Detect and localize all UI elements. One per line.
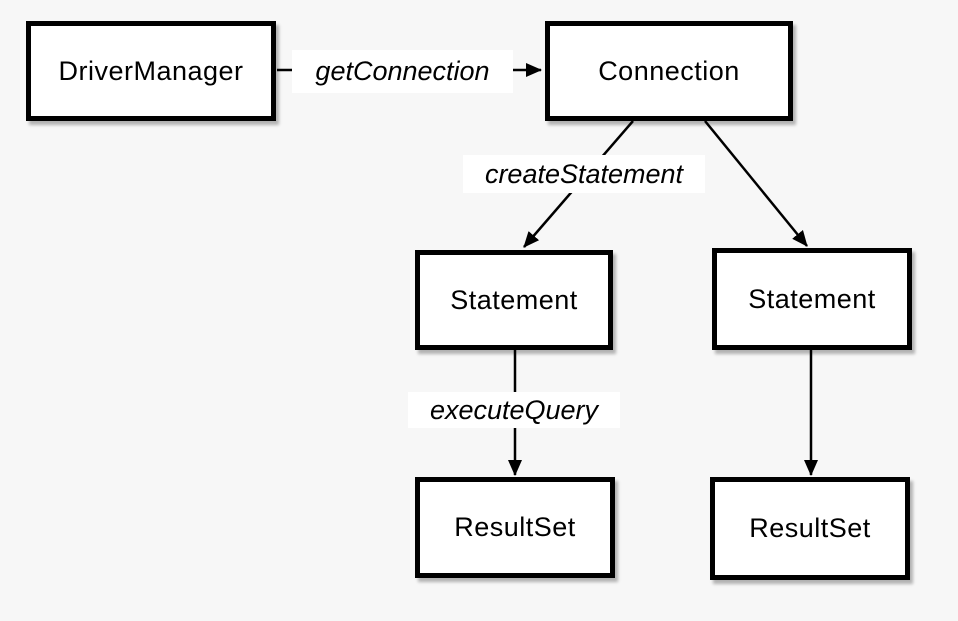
edge-label-createstatement: createStatement: [463, 155, 705, 193]
edge-label-getconnection: getConnection: [292, 50, 513, 93]
edge-label-executequery: executeQuery: [408, 392, 620, 428]
node-driver-manager-label: DriverManager: [58, 55, 244, 86]
node-resultset-left: ResultSet: [415, 477, 615, 578]
node-statement-right-label: Statement: [748, 283, 876, 314]
node-resultset-left-label: ResultSet: [454, 512, 576, 542]
edge-connection-statement-right-arrow: [704, 120, 808, 247]
node-statement-left-label: Statement: [450, 284, 578, 315]
node-resultset-right-label: ResultSet: [749, 513, 871, 543]
node-connection: Connection: [545, 21, 793, 121]
node-resultset-right: ResultSet: [710, 477, 910, 580]
node-statement-right: Statement: [712, 248, 912, 350]
node-connection-label: Connection: [598, 55, 740, 86]
node-driver-manager: DriverManager: [26, 21, 276, 121]
node-statement-left: Statement: [415, 250, 613, 350]
